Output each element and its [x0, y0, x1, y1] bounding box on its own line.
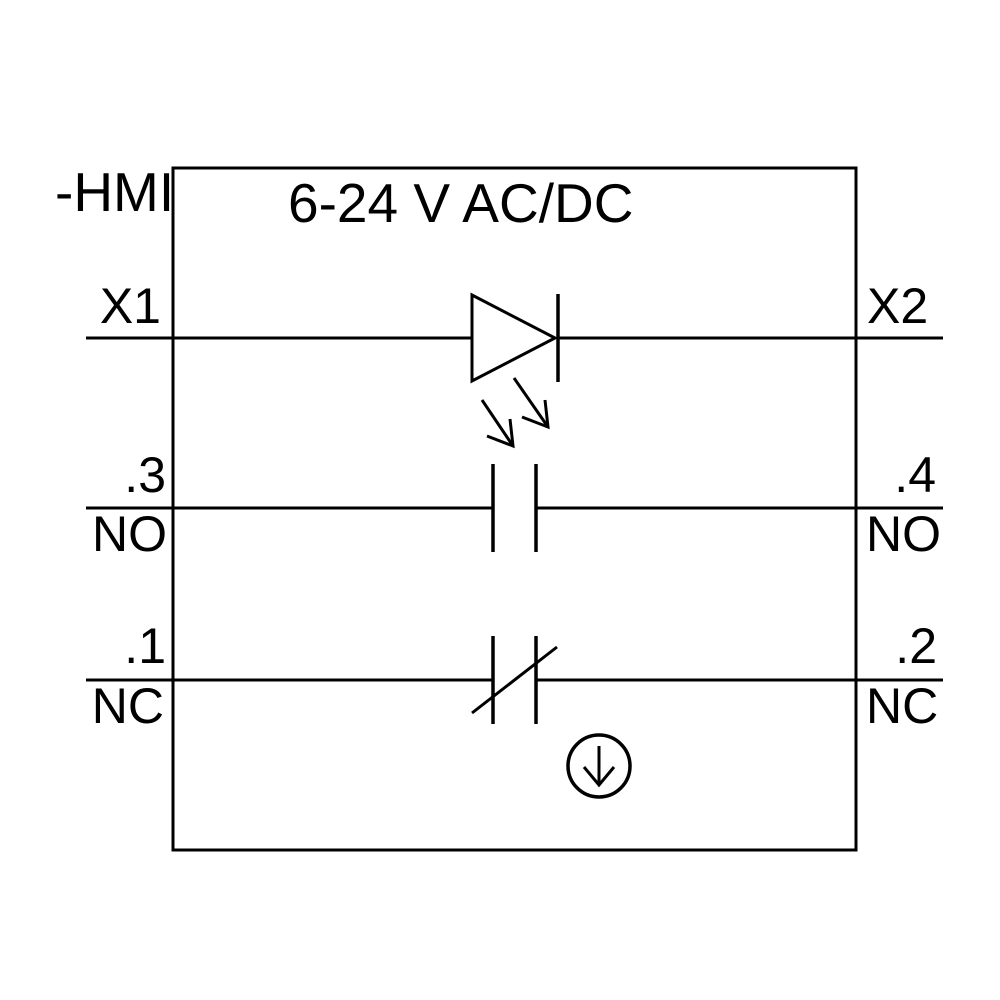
voltage-rating-label: 6-24 V AC/DC	[288, 172, 633, 234]
device-tag-label: -HMI	[55, 161, 174, 223]
light-emission-arrows-icon	[480, 377, 550, 449]
terminal-label-x1: X1	[100, 278, 161, 334]
terminal-label-x2: X2	[867, 278, 928, 334]
normally-closed-contact-symbol	[471, 636, 558, 724]
contact-type-label-no-left: NO	[92, 506, 167, 562]
nc-contact-slash	[471, 645, 558, 715]
light-arrow-2-shaft	[480, 399, 515, 447]
terminal-label-dot4: .4	[894, 447, 936, 503]
normally-open-contact-symbol	[491, 464, 538, 552]
pushbutton-actuator-down-arrow-icon	[566, 733, 632, 799]
terminal-label-dot2: .2	[895, 618, 937, 674]
no-contact-row	[86, 464, 943, 552]
light-arrow-1-shaft	[512, 377, 550, 428]
diode-triangle	[470, 292, 559, 384]
actuator-arrow-head	[582, 766, 616, 788]
contact-type-label-nc-left: NC	[92, 678, 164, 734]
light-arrow-1-head	[521, 399, 550, 430]
led-row	[86, 292, 943, 449]
led-symbol	[470, 292, 560, 449]
contact-type-label-nc-right: NC	[866, 678, 938, 734]
terminal-label-dot3: .3	[124, 447, 166, 503]
contact-type-label-no-right: NO	[866, 506, 941, 562]
terminal-label-dot1: .1	[124, 618, 166, 674]
actuator-circle	[566, 733, 632, 799]
nc-contact-row	[86, 636, 943, 799]
light-arrow-2-head	[486, 418, 515, 449]
